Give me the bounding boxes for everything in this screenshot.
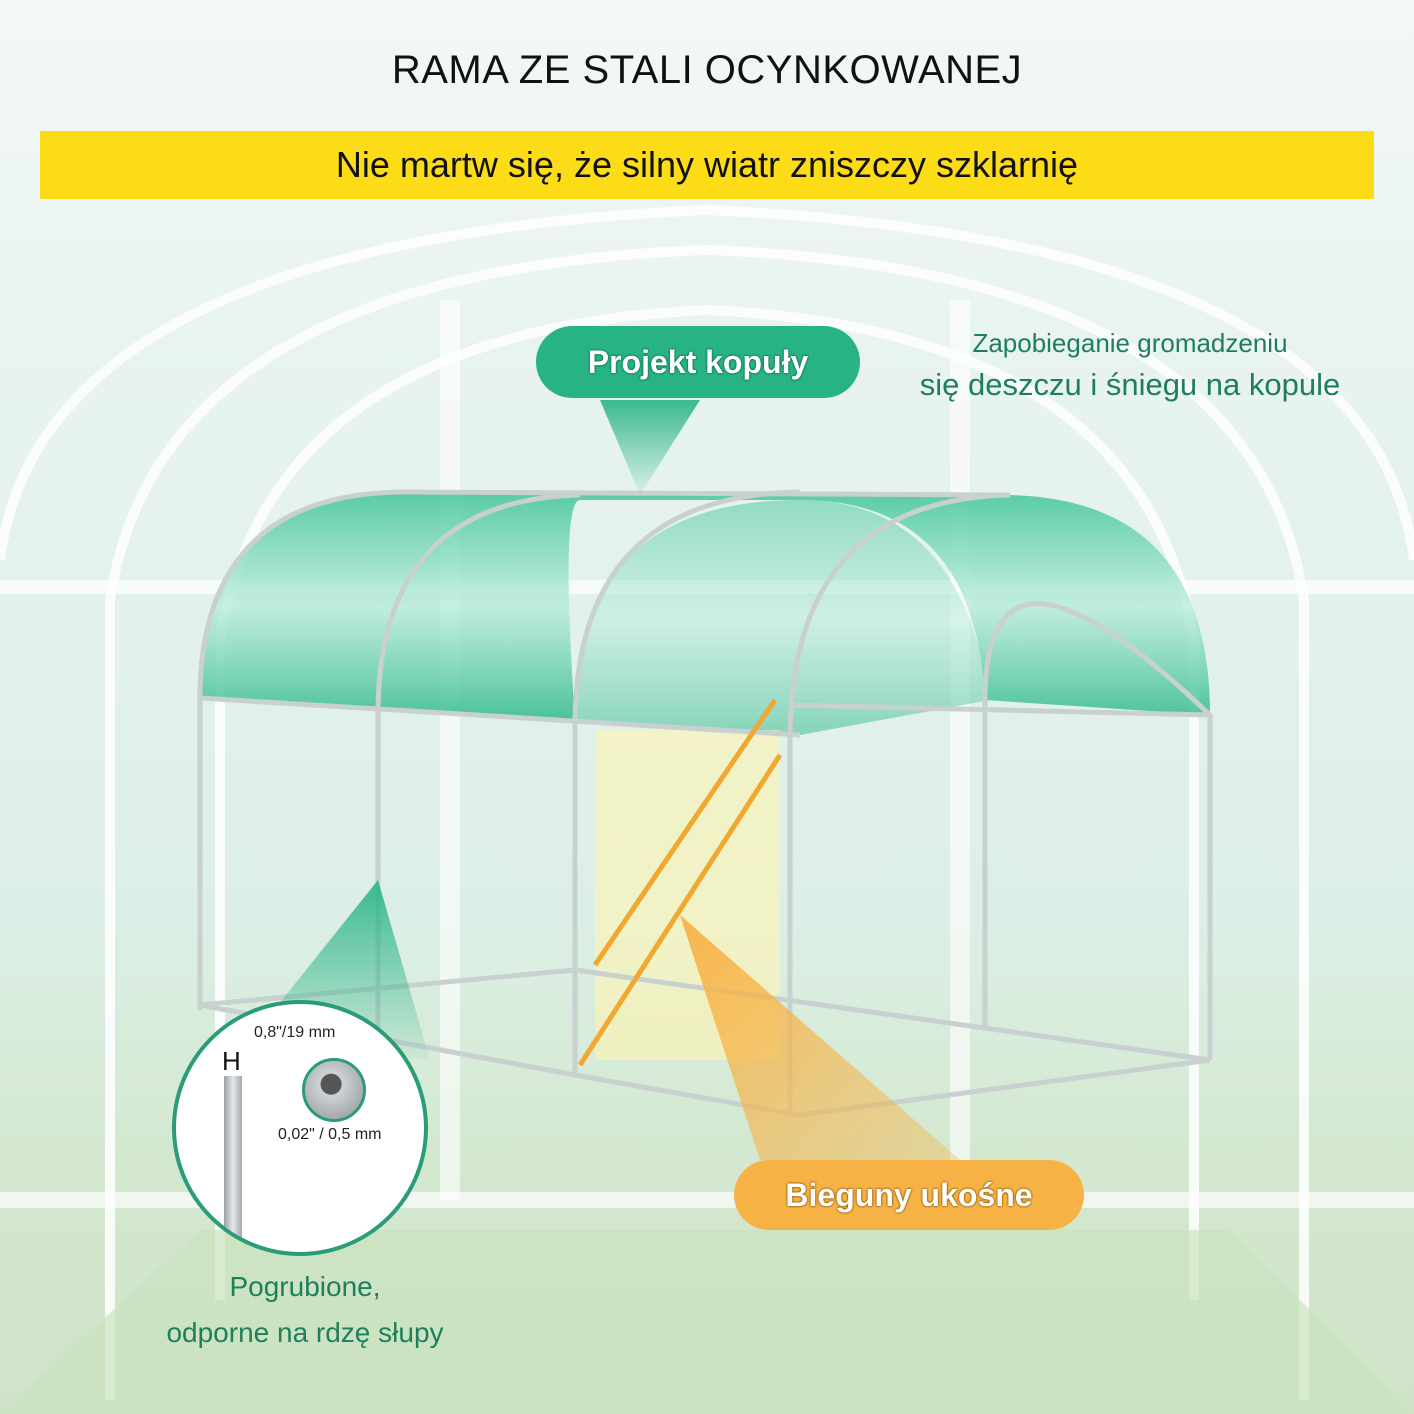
diagonal-poles-label: Bieguny ukośne [734, 1160, 1084, 1230]
dome-note-line2: się deszczu i śniegu na kopule [919, 367, 1341, 402]
poles-note-line2: odporne na rdzę słupy [166, 1317, 444, 1348]
pipe-diameter-label: 0,8"/19 mm [254, 1024, 336, 1041]
banner-text: Nie martw się, że silny wiatr zniszczy s… [335, 144, 1079, 185]
dimension-h-icon: H [222, 1046, 241, 1076]
page-title: RAMA ZE STALI OCYNKOWANEJ [391, 48, 1023, 92]
pipe-cross-section-icon [302, 1058, 366, 1122]
headline-banner: Nie martw się, że silny wiatr zniszczy s… [40, 131, 1374, 199]
wall-thickness-label: 0,02" / 0,5 mm [278, 1126, 382, 1143]
pipe-detail-circle: 0,8"/19 mm H 0,02" / 0,5 mm [172, 1000, 428, 1256]
dome-note: Zapobieganie gromadzeniu się deszczu i ś… [880, 328, 1380, 403]
dome-note-line1: Zapobieganie gromadzeniu [972, 328, 1288, 358]
dome-beam [600, 400, 700, 495]
poles-note-line1: Pogrubione, [229, 1271, 381, 1302]
dome-design-label: Projekt kopuły [536, 326, 860, 398]
poles-note: Pogrubione, odporne na rdzę słupy [130, 1264, 480, 1356]
steel-pipe-icon [224, 1076, 242, 1252]
